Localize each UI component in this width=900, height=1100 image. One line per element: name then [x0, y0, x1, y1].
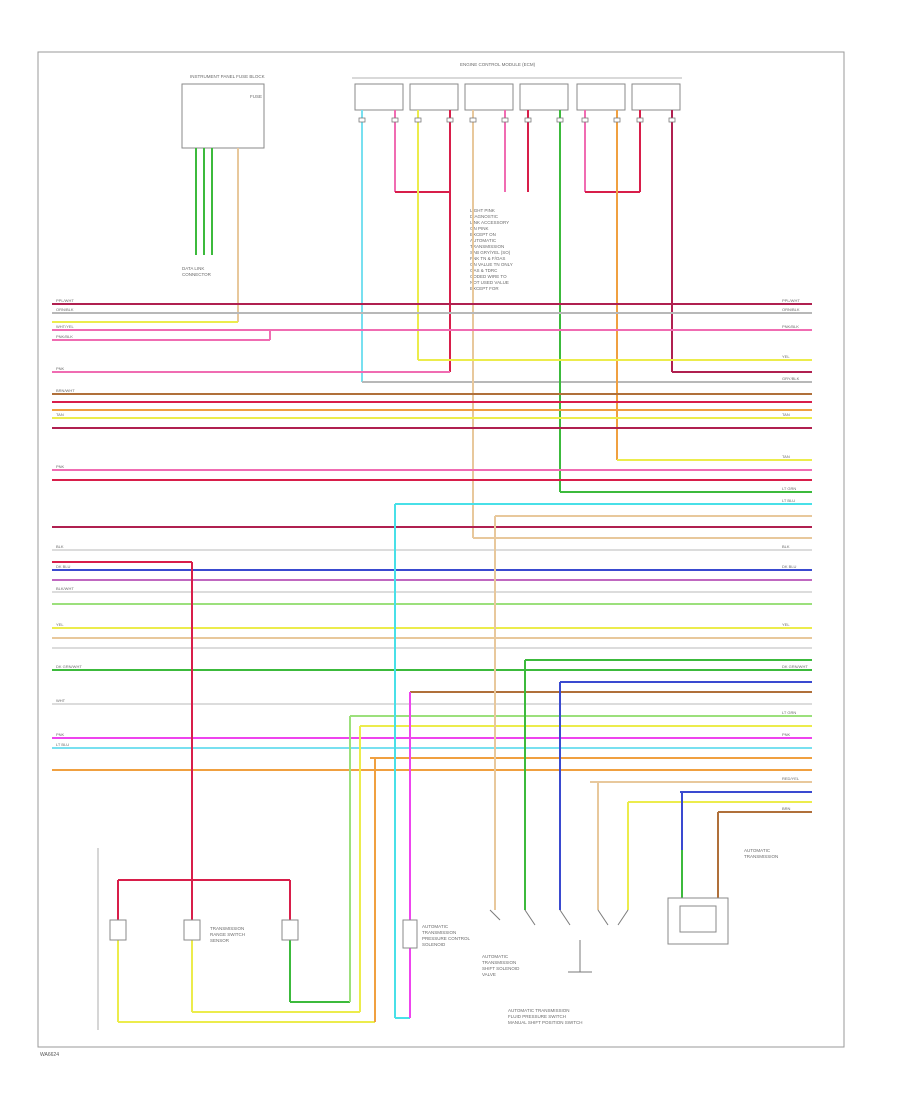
fuse-block-box	[181, 83, 265, 149]
ecm-connector-6	[631, 83, 681, 111]
ecm-note-line: SAB GRY/YEL (SO)	[470, 250, 511, 255]
ecm-connector-1	[354, 83, 404, 111]
ecm-note-line: ON PINK	[470, 226, 489, 231]
wire-label: TAN	[782, 454, 790, 459]
wire-label: LT BLU	[782, 498, 795, 503]
ecm-connector-5	[576, 83, 626, 111]
data-link-label: CONNECTOR	[182, 272, 212, 277]
transmission-range-sensor: TRANSMISSION RANGE SWITCH SENSOR	[97, 848, 299, 1030]
data-link-label: DATA LINK	[182, 266, 204, 271]
ecm-note-line: EXCEPT FOR	[470, 286, 499, 291]
ecm-note-line: LINK ACCESSORY	[470, 220, 509, 225]
ss-label: VALVE	[482, 972, 496, 977]
wire-label: RED/YEL	[782, 776, 800, 781]
ecm-note-line: AUTOMATIC	[470, 238, 497, 243]
wire-label: ORN/BLK	[782, 307, 800, 312]
wire-label: PNK	[56, 366, 65, 371]
trs-label: SENSOR	[210, 938, 230, 943]
connector-pins	[358, 117, 676, 123]
wire-label: BLK	[56, 544, 64, 549]
ecm-note-line: LIGHT PINK	[470, 208, 495, 213]
wire-labels-right: PPL/WHT ORN/BLK PNK/BLK YEL GRY/BLK TAN …	[782, 298, 808, 811]
fuse-block-wires	[52, 148, 239, 323]
ecm-note-line: ON VALUE TN ONLY	[470, 262, 513, 267]
ecm-note-line: OAS & TDRC	[470, 268, 498, 273]
shift-solenoid: AUTOMATIC TRANSMISSION SHIFT SOLENOID VA…	[482, 909, 520, 977]
pc-label: PRESSURE CONTROL	[422, 936, 471, 941]
bottom-wires	[117, 504, 719, 1023]
at-bottom-label: AUTOMATIC TRANSMISSION	[508, 1008, 570, 1013]
instrument-panel-fuse-block: INSTRUMENT PANEL FUSE BLOCK FUSE	[181, 74, 265, 149]
sensor-element-3	[281, 919, 299, 941]
fluid-pressure-switch: AUTOMATIC TRANSMISSION FLUID PRESSURE SW…	[508, 909, 629, 1025]
ecm-top-wires	[361, 110, 812, 539]
wire-label: GRY/BLK	[782, 376, 800, 381]
wire-label: PNK	[782, 732, 791, 737]
sensor-element-1	[109, 919, 127, 941]
ecm-note-line: DIAGNOSTIC	[470, 214, 499, 219]
ecm-note-line: TRANSMISSION	[470, 244, 504, 249]
wire-label: LT GRN	[782, 710, 796, 715]
wire-label: YEL	[782, 354, 790, 359]
ecm-top-label: ENGINE CONTROL MODULE (ECM)	[460, 62, 536, 67]
wire-label: PNK	[56, 464, 65, 469]
ecm-note-line: CODED WIRE TO	[470, 274, 507, 279]
wire-label: ORN/BLK	[56, 307, 74, 312]
fuse-block-label: INSTRUMENT PANEL FUSE BLOCK	[190, 74, 265, 79]
wire-label: YEL	[782, 622, 790, 627]
pc-label: AUTOMATIC	[422, 924, 449, 929]
wire-label: DK BLU	[782, 564, 797, 569]
engine-control-module-top: ENGINE CONTROL MODULE (ECM)	[352, 62, 682, 111]
wire-label: BRN/WHT	[56, 388, 75, 393]
wire-label: LT BLU	[56, 742, 69, 747]
pressure-control-solenoid: AUTOMATIC TRANSMISSION PRESSURE CONTROL …	[402, 919, 471, 949]
wire-label: TAN	[782, 412, 790, 417]
pc-label: SOLENOID	[422, 942, 446, 947]
wire-label: DK BLU	[56, 564, 71, 569]
ss-label: AUTOMATIC	[482, 954, 509, 959]
wire-label: BLK/WHT	[56, 586, 74, 591]
wire-label: LT GRN	[782, 486, 796, 491]
wire-label: PNK	[56, 732, 65, 737]
wire-label: DK GRN/WHT	[56, 664, 82, 669]
wire-label: BLK	[782, 544, 790, 549]
wire-label: BRN	[782, 806, 791, 811]
solenoid-box	[402, 919, 418, 949]
wire-label: YEL	[56, 622, 64, 627]
automatic-transmission-module: AUTOMATIC TRANSMISSION	[667, 848, 778, 945]
sensor-element-2	[183, 919, 201, 941]
wire-label: PPL/WHT	[782, 298, 800, 303]
ecm-note-line: EXCEPT ON	[470, 232, 496, 237]
wire-label: TAN	[56, 412, 64, 417]
ss-label: SHIFT SOLENOID	[482, 966, 520, 971]
wire-label: PNK/BLK	[56, 334, 73, 339]
page-reference: WA6624	[40, 1052, 59, 1058]
ecm-note-line: PNK TN & F/OAS	[470, 256, 505, 261]
wire-label: WHT	[56, 698, 66, 703]
pc-label: TRANSMISSION	[422, 930, 456, 935]
trs-label: TRANSMISSION	[210, 926, 244, 931]
ecm-note-line: NOT USED VALUE	[470, 280, 509, 285]
at-bottom-label: MANUAL SHIFT POSITION SWITCH	[508, 1020, 583, 1025]
atm-inner	[679, 905, 717, 933]
harness-wires	[52, 303, 812, 813]
fuse-label: FUSE	[250, 94, 262, 99]
diagram-frame	[37, 51, 845, 1048]
ss-label: TRANSMISSION	[482, 960, 516, 965]
ecm-connector-2	[409, 83, 459, 111]
wire-label: WHT/YEL	[56, 324, 75, 329]
wire-labels-left: PPL/WHT ORN/BLK WHT/YEL PNK/BLK PNK BRN/…	[56, 298, 82, 747]
wire-label: DK GRN/WHT	[782, 664, 808, 669]
wire-label: PNK/BLK	[782, 324, 799, 329]
ecm-connector-4	[519, 83, 569, 111]
ecm-connector-3	[464, 83, 514, 111]
ecm-note: LIGHT PINK DIAGNOSTIC LINK ACCESSORY ON …	[470, 208, 513, 291]
trs-label: RANGE SWITCH	[210, 932, 245, 937]
wire-label: PPL/WHT	[56, 298, 74, 303]
data-link-connector: DATA LINK CONNECTOR	[182, 266, 212, 277]
at-right-label: TRANSMISSION	[744, 854, 778, 859]
at-right-label: AUTOMATIC	[744, 848, 771, 853]
at-bottom-label: FLUID PRESSURE SWITCH	[508, 1014, 566, 1019]
